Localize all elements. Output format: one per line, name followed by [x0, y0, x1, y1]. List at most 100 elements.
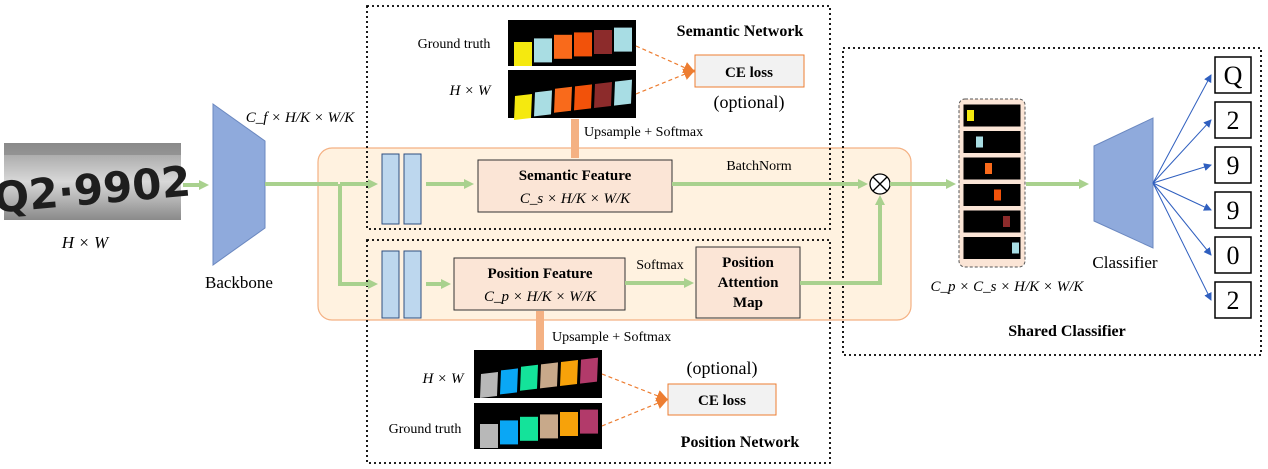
position-conv-bars: [381, 250, 422, 319]
slice-highlight: [976, 136, 983, 148]
position-gt-block: [560, 412, 578, 436]
position-gt-block: [540, 414, 558, 439]
semantic-gt-block: [574, 32, 592, 57]
position-feature-dims: C_p × H/K × W/K: [484, 289, 597, 305]
classifier-output-line: [1152, 74, 1212, 184]
position-network-title: Position Network: [681, 434, 800, 451]
semantic-feature-box: Semantic Feature C_s × H/K × W/K: [477, 159, 673, 213]
position-pred-block: [580, 357, 598, 384]
semantic-gt-blocks: [514, 27, 632, 66]
slice: [962, 209, 1022, 234]
semantic-ce-loss-box: [694, 54, 805, 88]
output-char: 2: [1227, 286, 1240, 315]
position-ce-loss-label: CE loss: [698, 393, 746, 409]
semantic-feature-title: Semantic Feature: [519, 168, 632, 184]
position-optional-label: (optional): [687, 358, 758, 379]
semantic-pred-block: [574, 84, 592, 111]
output-box: [1214, 101, 1252, 139]
semantic-pred-blocks: [514, 79, 632, 120]
classifier-shape: [1093, 117, 1154, 249]
classifier-output-line: [1152, 163, 1212, 184]
position-upsample-label: Upsample + Softmax: [552, 330, 671, 345]
semantic-upsample-label: Upsample + Softmax: [584, 125, 703, 140]
backbone-label: Backbone: [205, 273, 273, 292]
classifier-output-line: [1152, 119, 1212, 184]
classifier-output-line: [1152, 182, 1212, 211]
semantic-gt-block: [554, 34, 572, 59]
position-pred-blocks: [480, 357, 598, 398]
semantic-network-box: [366, 5, 831, 230]
position-pred-size-label: H × W: [422, 371, 465, 387]
semantic-gt-block: [534, 38, 552, 63]
semantic-pred-block: [554, 86, 572, 113]
output-box: [1214, 146, 1252, 184]
attention-map-line-1: Position: [722, 255, 774, 271]
shared-classifier-title: Shared Classifier: [1008, 323, 1125, 340]
position-feature-box: Position Feature C_p × H/K × W/K: [453, 257, 626, 311]
output-box: [1214, 281, 1252, 319]
slice-stack: [962, 103, 1022, 260]
input-image: Q2·9902: [0, 143, 193, 223]
semantic-gt-block: [614, 27, 632, 52]
classifier-label: Classifier: [1092, 253, 1157, 272]
output-char: 0: [1227, 241, 1240, 270]
backbone-branch-arrows: [265, 179, 378, 289]
semantic-optional-label: (optional): [714, 92, 785, 113]
semantic-loss-arrow: [635, 45, 696, 74]
position-pred-block: [540, 362, 558, 389]
semantic-pred-block: [614, 79, 632, 106]
slice-highlight: [1003, 216, 1010, 227]
semantic-pred-block: [514, 94, 532, 120]
attention-map-line-2: Attention: [718, 275, 779, 291]
output-box: [1214, 56, 1252, 94]
output-char: 2: [1227, 106, 1240, 135]
output-char: 9: [1227, 196, 1240, 225]
position-loss-arrow: [601, 373, 669, 402]
backbone-feature-label: C_f × H/K × W/K: [246, 110, 356, 126]
position-gt-block: [500, 420, 518, 445]
slice-highlight: [994, 189, 1001, 201]
position-pred-block: [520, 364, 538, 391]
classifier-output-line: [1152, 182, 1212, 256]
semantic-gt-block: [594, 30, 612, 54]
semantic-conv-bars: [381, 153, 422, 225]
position-loss-arrow-2: [601, 397, 669, 427]
output-char: Q: [1224, 61, 1243, 90]
position-gt-label: Ground truth: [389, 422, 462, 437]
semantic-pred-size-label: H × W: [449, 83, 492, 99]
semantic-gt-block: [514, 42, 532, 66]
position-gt-block: [520, 416, 538, 441]
slice-highlight: [1012, 242, 1019, 254]
semantic-pred-block: [594, 82, 612, 108]
output-box: [1214, 236, 1252, 274]
position-softmax-label: Softmax: [636, 258, 683, 273]
position-pred-block: [480, 372, 498, 398]
attention-map-line-3: Map: [733, 295, 763, 311]
classifier-fanout: [1152, 74, 1212, 301]
slice: [962, 183, 1022, 207]
semantic-pred-block: [534, 90, 552, 117]
slice: [962, 103, 1022, 128]
semantic-network-title: Semantic Network: [677, 23, 804, 40]
position-attention-map-box: Position Attention Map: [695, 246, 801, 319]
position-ce-loss-box: [667, 383, 777, 416]
batchnorm-label: BatchNorm: [726, 159, 791, 174]
position-network-box: [366, 239, 831, 464]
slice-highlight: [985, 163, 992, 174]
semantic-ce-loss-label: CE loss: [725, 65, 773, 81]
position-gt-block: [480, 424, 498, 448]
slice-highlight: [967, 110, 974, 121]
position-gt-block: [580, 409, 598, 434]
position-pred-block: [500, 368, 518, 395]
shared-classifier-box: [842, 47, 1262, 356]
semantic-feature-dims: C_s × H/K × W/K: [520, 191, 631, 207]
input-size-label: H × W: [61, 233, 110, 252]
semantic-gt-label: Ground truth: [418, 37, 491, 52]
arrow-attention-product: [800, 195, 885, 285]
backbone-shape: [212, 103, 266, 266]
position-pred-block: [560, 360, 578, 386]
classifier-output-line: [1152, 182, 1212, 301]
semantic-loss-arrow-2: [635, 68, 696, 95]
